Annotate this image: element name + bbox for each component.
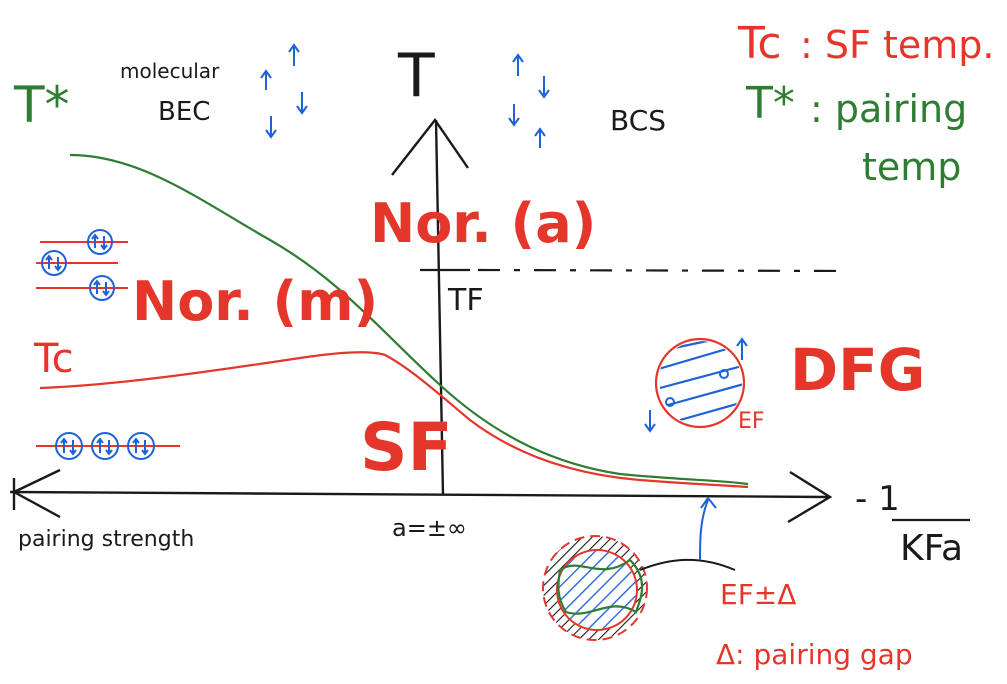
- normal-molecular-label: Nor. (m): [132, 270, 378, 333]
- pointer-arrow-icon: [699, 496, 717, 561]
- spin-arrow-icon: [265, 116, 277, 139]
- spin-arrow-icon: [260, 69, 272, 90]
- spin-arrow-icon: [736, 337, 748, 360]
- paired-spin-icon: [55, 432, 83, 460]
- up-arrowhead-icon: [391, 117, 469, 176]
- legend-tstar-desc-2: temp: [862, 145, 961, 189]
- gapped-sphere-icon: [542, 496, 736, 641]
- left-arrowhead-icon: [11, 468, 61, 519]
- bcs-spin-arrows: [508, 53, 550, 148]
- tc-curve: [39, 351, 749, 489]
- spin-arrow-icon: [534, 127, 546, 148]
- legend-tc-symbol: Tc: [737, 18, 782, 69]
- left-tc-label: Tc: [33, 336, 74, 382]
- paired-spin-icon: [127, 432, 155, 460]
- spin-arrow-icon: [288, 43, 300, 66]
- spin-arrow-icon: [512, 53, 524, 76]
- legend: Tc : SF temp. T* : pairing temp: [737, 18, 994, 189]
- right-arrowhead-icon: [787, 470, 833, 524]
- spin-arrow-icon: [508, 104, 520, 127]
- gap-label: EF±Δ: [720, 578, 796, 611]
- fermi-sphere-icon: [644, 337, 748, 433]
- paired-spin-icons: [41, 229, 155, 460]
- dfg-label: DFG: [790, 336, 925, 404]
- left-tstar-label: T*: [13, 76, 70, 134]
- tf-label: TF: [447, 283, 484, 318]
- gap-desc: Δ: pairing gap: [716, 638, 913, 671]
- y-axis: [391, 117, 469, 496]
- x-right-label-den: KFa: [900, 528, 963, 569]
- legend-tc-desc: : SF temp.: [800, 23, 994, 67]
- y-axis-label: T: [397, 41, 435, 111]
- bec-label: BEC: [158, 97, 210, 127]
- ef-label: EF: [738, 409, 765, 434]
- paired-spin-icon: [89, 275, 115, 301]
- molecular-label: molecular: [120, 59, 220, 83]
- superfluid-label: SF: [360, 409, 453, 486]
- spin-arrow-icon: [296, 92, 308, 115]
- x-center-label: a=±∞: [392, 514, 467, 542]
- paired-spin-icon: [91, 432, 119, 460]
- paired-spin-icon: [87, 229, 113, 255]
- legend-tstar-desc-1: : pairing: [810, 87, 967, 131]
- x-left-label: pairing strength: [18, 527, 194, 552]
- legend-tstar-symbol: T*: [745, 78, 795, 129]
- tf-line: [420, 268, 851, 273]
- paired-spin-icon: [41, 250, 67, 276]
- bec-spin-arrows: [260, 43, 308, 139]
- x-right-label-num: - 1: [855, 479, 900, 519]
- x-axis: [9, 468, 833, 524]
- tstar-curve: [69, 153, 749, 486]
- normal-atomic-label: Nor. (a): [370, 192, 596, 255]
- spin-arrow-icon: [538, 76, 550, 99]
- spin-arrow-icon: [644, 410, 656, 433]
- bcs-label: BCS: [610, 104, 666, 137]
